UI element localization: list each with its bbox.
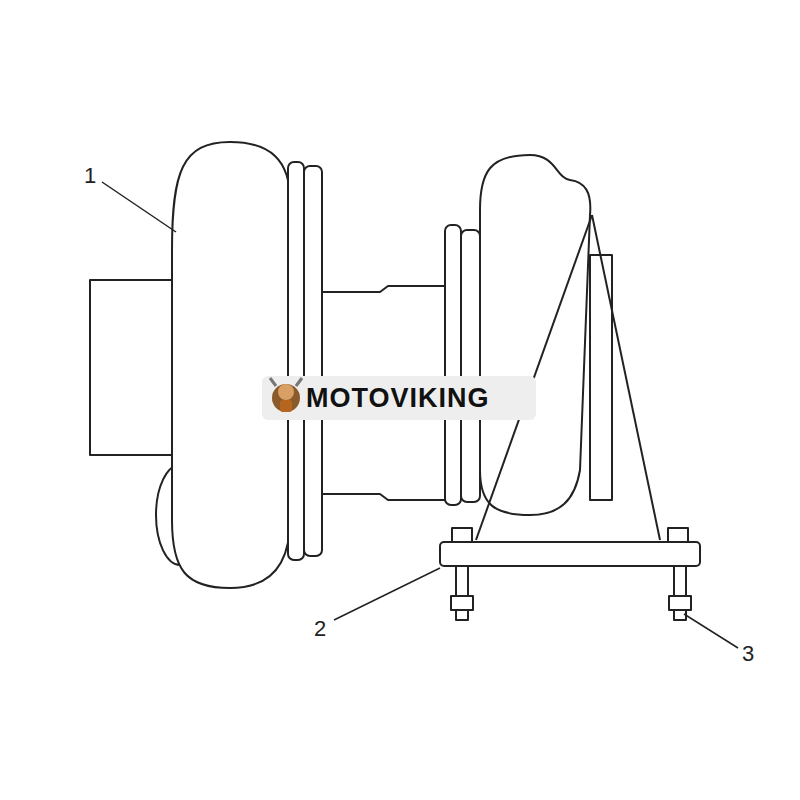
stud (456, 610, 468, 620)
leader-line (102, 182, 176, 232)
bolt-head (668, 528, 688, 542)
mounting-plate (440, 542, 700, 566)
nut (669, 596, 691, 610)
turbine-housing (172, 142, 290, 588)
bracket-leg (592, 215, 660, 540)
leader-line (684, 614, 738, 648)
stud (674, 566, 686, 596)
flange-ring (445, 225, 461, 505)
callout-number: 2 (314, 616, 326, 642)
flange-ring (288, 162, 304, 560)
flange-ring (304, 166, 322, 556)
bolt-head (452, 528, 472, 542)
callout-number: 3 (742, 641, 754, 667)
leader-line (334, 568, 440, 620)
compressor-housing (480, 155, 590, 515)
watermark-panel (262, 376, 536, 420)
nut (451, 596, 473, 610)
outlet-pipe (90, 280, 180, 455)
watermark-text: MOTOVIKING (306, 382, 490, 414)
stud (456, 566, 468, 596)
callout-number: 1 (84, 163, 96, 189)
flange-ring (461, 230, 480, 502)
viking-logo (270, 378, 302, 412)
